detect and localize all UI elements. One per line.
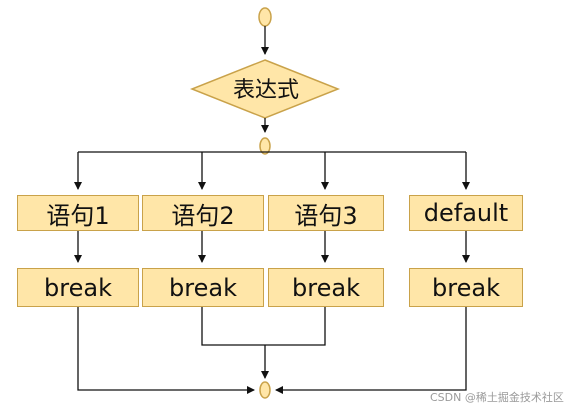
case-3-break: break (268, 268, 384, 307)
merge-line-case-2-3 (201, 307, 326, 346)
branch-junction (259, 137, 271, 155)
default-break: break (409, 268, 523, 307)
default-statement: default (409, 195, 523, 231)
case-2-break: break (142, 268, 264, 307)
case-3-statement: 语句3 (268, 195, 384, 231)
watermark: CSDN @稀土掘金技术社区 (430, 391, 564, 404)
case-1-break: break (17, 268, 139, 307)
expression-label: 表达式 (232, 78, 299, 103)
case-2-statement: 语句2 (142, 195, 264, 231)
merge-line-case-1 (77, 307, 255, 394)
case-1-statement: 语句1 (17, 195, 139, 231)
end-node (259, 381, 271, 399)
merge-line-default (275, 307, 467, 394)
start-node (258, 7, 272, 27)
